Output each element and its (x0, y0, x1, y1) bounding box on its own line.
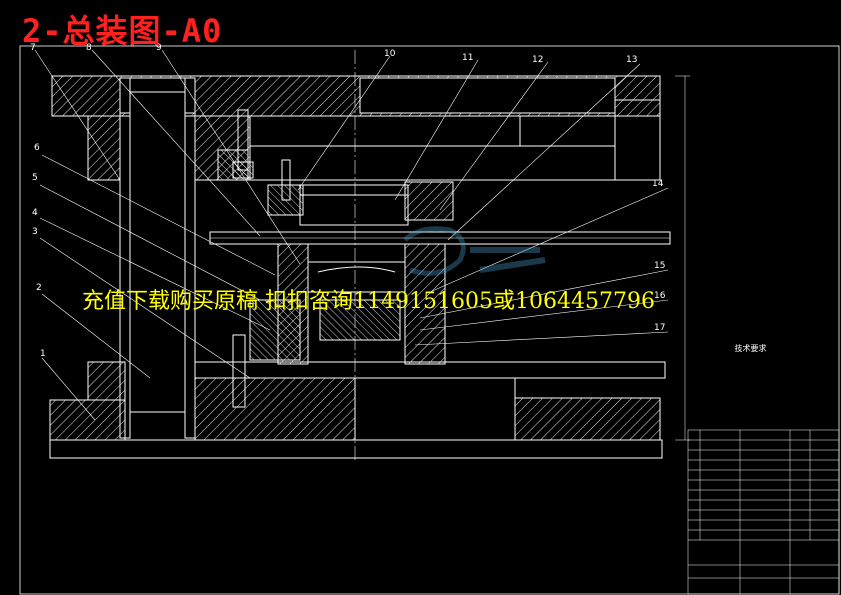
part-number-14: 14 (652, 179, 664, 189)
part-number-6: 6 (34, 143, 40, 153)
part-number-13: 13 (626, 55, 637, 65)
tech-requirements-heading: 技术要求 (734, 344, 767, 353)
dimension-right (675, 75, 690, 441)
technical-requirements: 技术要求 (693, 345, 808, 359)
logo-watermark (403, 226, 546, 276)
part-number-9: 9 (156, 43, 162, 53)
part-number-5: 5 (32, 173, 38, 183)
stripper-plate (209, 231, 671, 245)
title-block (687, 429, 840, 595)
part-number-labels: 1 2 3 4 5 6 7 8 9 10 11 12 13 14 15 16 1… (30, 43, 666, 359)
part-number-12: 12 (532, 55, 543, 65)
part-number-8: 8 (86, 43, 92, 53)
watermark-text: 充值下载购买原稿 扣扣咨询1149151605或1064457796 (82, 289, 655, 314)
leader-lines (34, 49, 669, 421)
part-number-17: 17 (654, 323, 665, 333)
part-number-1: 1 (40, 349, 46, 359)
part-number-7: 7 (30, 43, 36, 53)
guide-post (119, 77, 196, 439)
die-cavity (249, 243, 446, 365)
upper-bolt (232, 109, 291, 201)
part-number-4: 4 (32, 208, 38, 218)
part-number-2: 2 (36, 283, 42, 293)
drawing-border (19, 45, 840, 595)
part-number-16: 16 (654, 291, 666, 301)
part-number-15: 15 (654, 261, 665, 271)
part-number-10: 10 (384, 49, 396, 59)
lower-die-plate (49, 334, 666, 459)
part-number-11: 11 (462, 53, 473, 63)
drawing-title: 2-总装图-A0 (22, 12, 223, 50)
part-number-3: 3 (32, 227, 38, 237)
